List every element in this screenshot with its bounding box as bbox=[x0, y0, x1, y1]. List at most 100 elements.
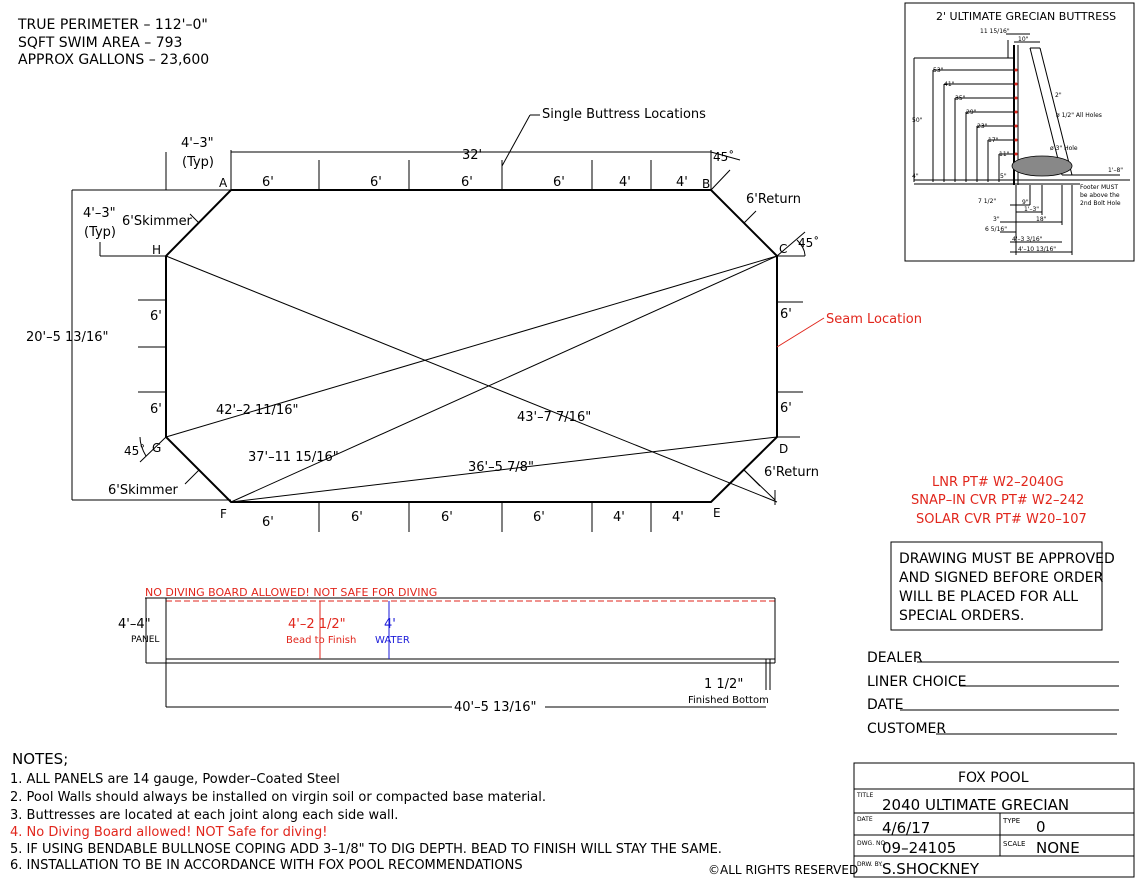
drawing-number: 09–24105 bbox=[882, 839, 956, 857]
angle-marks bbox=[139, 169, 806, 463]
drawing-scale: NONE bbox=[1036, 839, 1080, 857]
single-buttress-label: Single Buttress Locations bbox=[542, 107, 706, 122]
bd-label-14: ø 1/2" All Holes bbox=[1056, 112, 1102, 119]
bd-label-3: 50" bbox=[912, 117, 923, 124]
panel-dim: 4'–4" bbox=[118, 617, 151, 632]
left-buttress-ticks bbox=[138, 255, 166, 393]
gallons-text: APPROX GALLONS – 23,600 bbox=[18, 52, 209, 68]
approval-line-1: DRAWING MUST BE APPROVED bbox=[899, 551, 1115, 567]
diagonal-h-d bbox=[165, 255, 778, 503]
notes: NOTES; 1. ALL PANELS are 14 gauge, Powde… bbox=[10, 750, 858, 877]
bd-label-0: 11 15/16" bbox=[980, 28, 1010, 35]
perimeter-text: TRUE PERIMETER – 112'–0" bbox=[17, 17, 208, 33]
no-diving-warning: NO DIVING BOARD ALLOWED! NOT SAFE FOR DI… bbox=[145, 586, 437, 599]
left-seg-2: 6' bbox=[150, 402, 162, 417]
drawing-title: 2040 ULTIMATE GRECIAN bbox=[882, 796, 1069, 814]
bd-label-18: 1'–3" bbox=[1024, 206, 1039, 213]
corner-e: E bbox=[713, 506, 721, 520]
top-seg-5: 4' bbox=[619, 175, 631, 190]
bead-label: Bead to Finish bbox=[286, 635, 356, 646]
bd-footer-note-2: 2nd Bolt Hole bbox=[1080, 200, 1121, 207]
bd-label-7: 23" bbox=[977, 123, 988, 130]
diag-hd-dim: 43'–7 7/16" bbox=[517, 410, 591, 425]
note-4: 4. No Diving Board allowed! NOT Safe for… bbox=[10, 825, 327, 840]
top-length-dim: 32' bbox=[462, 148, 482, 163]
bd-label-13: 2" bbox=[1055, 92, 1062, 99]
corner-ticks bbox=[150, 210, 761, 487]
note-1: 1. ALL PANELS are 14 gauge, Powder–Coate… bbox=[10, 772, 340, 787]
bd-label-17: 9" bbox=[1022, 199, 1029, 206]
drawn-by: S.SHOCKNEY bbox=[882, 860, 980, 878]
return-top: 6'Return bbox=[746, 192, 801, 207]
top-seg-1: 6' bbox=[262, 175, 274, 190]
bd-label-12: 7 1/2" bbox=[978, 198, 996, 205]
diagonal-f-c bbox=[230, 255, 778, 503]
buttress-title: 2' ULTIMATE GRECIAN BUTTRESS bbox=[936, 10, 1116, 23]
bd-label-6: 29" bbox=[966, 109, 977, 116]
bd-label-4: 41" bbox=[944, 81, 955, 88]
elevation-view: NO DIVING BOARD ALLOWED! NOT SAFE FOR DI… bbox=[118, 586, 776, 715]
diagonal-g-c bbox=[165, 255, 778, 438]
liner-part: LNR PT# W2–2040G bbox=[932, 475, 1064, 490]
diagonal-f-d bbox=[230, 436, 778, 503]
bd-label-1: 10" bbox=[1018, 36, 1029, 43]
swim-area-text: SQFT SWIM AREA – 793 bbox=[18, 35, 182, 51]
bottom-seg-3: 6' bbox=[441, 510, 453, 525]
bd-label-22: 4'–3 3/16" bbox=[1012, 236, 1043, 243]
top-dimension bbox=[165, 114, 741, 190]
diag-fd-dim: 36'–5 7/8" bbox=[468, 460, 534, 475]
width-dim: 20'–5 13/16" bbox=[26, 330, 108, 345]
bd-label-5: 35" bbox=[955, 95, 966, 102]
top-buttress-ticks bbox=[318, 160, 652, 190]
bd-label-8: 17" bbox=[988, 137, 999, 144]
date-label: DATE bbox=[867, 697, 903, 713]
dealer-label: DEALER bbox=[867, 650, 923, 666]
note-5: 5. IF USING BENDABLE BULLNOSE COPING ADD… bbox=[10, 842, 722, 857]
corner-a: A bbox=[219, 176, 228, 190]
company-name: FOX POOL bbox=[958, 770, 1029, 786]
top-seg-6: 4' bbox=[676, 175, 688, 190]
bottom-seg-4: 6' bbox=[533, 510, 545, 525]
bottom-seg-2: 6' bbox=[351, 510, 363, 525]
top-corner-typ: (Typ) bbox=[182, 155, 214, 170]
title-label: TITLE bbox=[856, 792, 873, 799]
left-seg-1: 6' bbox=[150, 309, 162, 324]
pool-plan: Single Buttress Locations 32' 4'–3" (Typ… bbox=[26, 107, 922, 532]
left-dimension bbox=[71, 189, 231, 501]
angle-c: 45˚ bbox=[798, 235, 819, 250]
notes-heading: NOTES; bbox=[12, 750, 68, 768]
panel-label: PANEL bbox=[131, 635, 159, 645]
type-label: TYPE bbox=[1002, 817, 1020, 825]
right-seg-2: 6' bbox=[780, 401, 792, 416]
water-label: WATER bbox=[375, 635, 410, 646]
pool-outline bbox=[165, 189, 778, 503]
skimmer-top: 6'Skimmer bbox=[122, 214, 193, 229]
seam-indicator bbox=[776, 317, 825, 348]
scale-label: SCALE bbox=[1003, 840, 1025, 848]
return-bottom: 6'Return bbox=[764, 465, 819, 480]
note-3: 3. Buttresses are located at each joint … bbox=[10, 808, 398, 823]
bd-label-2: 53" bbox=[933, 67, 944, 74]
bd-label-9: 11" bbox=[999, 151, 1010, 158]
skimmer-bottom: 6'Skimmer bbox=[108, 483, 179, 498]
dwg-label: DWG. NO. bbox=[857, 840, 887, 847]
bd-label-11: 5" bbox=[1000, 173, 1007, 180]
part-numbers: LNR PT# W2–2040G SNAP–IN CVR PT# W2–242 … bbox=[911, 475, 1087, 527]
bd-label-19: 3" bbox=[993, 216, 1000, 223]
buttress-detail: 2' ULTIMATE GRECIAN BUTTRESS bbox=[904, 2, 1135, 262]
bottom-label: Finished Bottom bbox=[688, 695, 769, 706]
angle-g: 45˚ bbox=[124, 443, 145, 458]
diag-fc-dim: 37'–11 15/16" bbox=[248, 450, 339, 465]
liner-choice-label: LINER CHOICE bbox=[867, 674, 967, 690]
corner-f: F bbox=[220, 507, 227, 521]
bd-label-23: 4'–10 13/16" bbox=[1018, 246, 1056, 253]
approval-line-4: SPECIAL ORDERS. bbox=[899, 608, 1024, 624]
approval-line-3: WILL BE PLACED FOR ALL bbox=[899, 589, 1078, 605]
corner-b: B bbox=[702, 177, 710, 191]
right-buttress-ticks bbox=[777, 255, 805, 438]
customer-label: CUSTOMER bbox=[867, 721, 946, 737]
bottom-seg-1: 6' bbox=[262, 515, 274, 530]
bottom-seg-6: 4' bbox=[672, 510, 684, 525]
solar-part: SOLAR CVR PT# W20–107 bbox=[916, 512, 1087, 527]
diag-hc-dim: 42'–2 11/16" bbox=[216, 403, 298, 418]
